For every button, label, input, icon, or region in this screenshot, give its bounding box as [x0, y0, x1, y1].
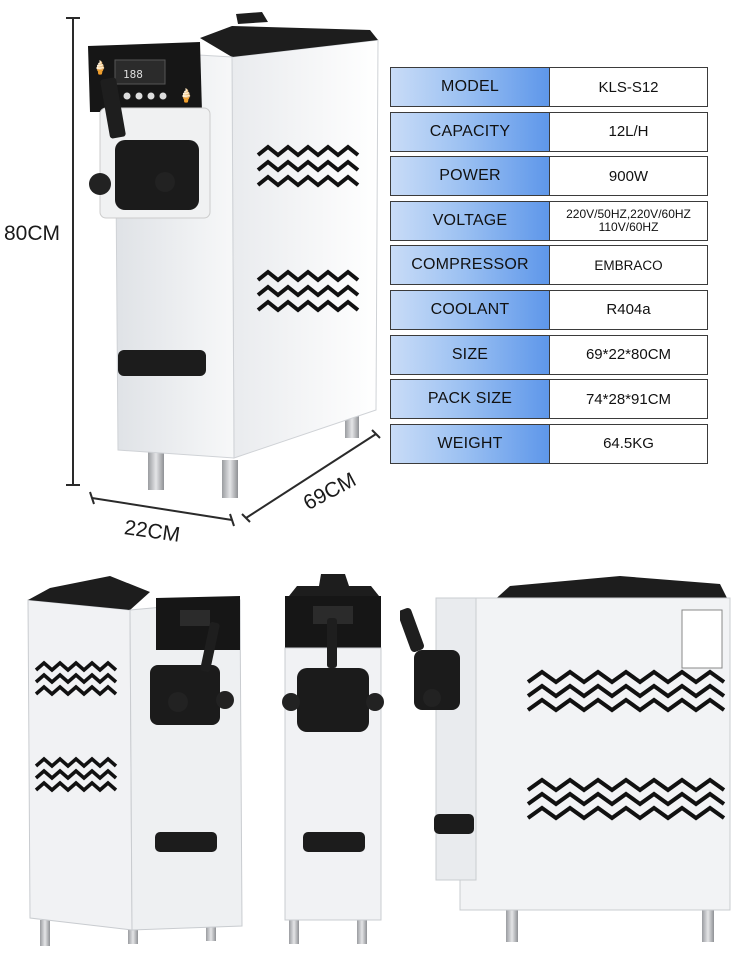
spec-row-model: MODEL KLS-S12: [390, 67, 708, 107]
spec-value: 69*22*80CM: [550, 334, 708, 375]
height-dimension-line: [72, 17, 74, 485]
spec-label: CAPACITY: [390, 111, 550, 152]
height-dimension-cap-bottom: [66, 484, 80, 486]
machine-front-view: [282, 574, 384, 944]
spec-value: R404a: [550, 289, 708, 330]
spec-label: COMPRESSOR: [390, 245, 550, 286]
spec-row-pack-size: PACK SIZE 74*28*91CM: [390, 379, 708, 420]
spec-value: KLS-S12: [550, 67, 708, 107]
spec-label: POWER: [390, 156, 550, 197]
height-label: 80CM: [4, 222, 61, 245]
spec-label: VOLTAGE: [390, 200, 550, 241]
spec-row-capacity: CAPACITY 12L/H: [390, 111, 708, 152]
spec-value: 12L/H: [550, 111, 708, 152]
spec-row-voltage: VOLTAGE 220V/50HZ,220V/60HZ 110V/60HZ: [390, 200, 708, 241]
display-readout: 188: [123, 68, 143, 81]
spec-value: 74*28*91CM: [550, 379, 708, 420]
spec-row-power: POWER 900W: [390, 156, 708, 197]
spec-label: PACK SIZE: [390, 379, 550, 420]
spec-row-coolant: COOLANT R404a: [390, 289, 708, 330]
spec-table: MODEL KLS-S12 CAPACITY 12L/H POWER 900W …: [390, 67, 708, 468]
spec-label: MODEL: [390, 67, 550, 107]
spec-value: 64.5KG: [550, 423, 708, 464]
spec-value: 220V/50HZ,220V/60HZ 110V/60HZ: [550, 200, 708, 241]
spec-value: EMBRACO: [550, 245, 708, 286]
spec-row-weight: WEIGHT 64.5KG: [390, 423, 708, 464]
main-machine-illustration: 188 🍦 🍦: [88, 12, 379, 498]
spec-label: COOLANT: [390, 289, 550, 330]
height-dimension-cap-top: [66, 17, 80, 19]
footprint-dimension-lines: [89, 429, 381, 527]
svg-text:🍦: 🍦: [178, 88, 194, 103]
spec-row-size: SIZE 69*22*80CM: [390, 334, 708, 375]
svg-text:🍦: 🍦: [92, 60, 108, 75]
spec-label: SIZE: [390, 334, 550, 375]
machine-left-view: [27, 576, 243, 946]
spec-label: WEIGHT: [390, 423, 550, 464]
spec-row-compressor: COMPRESSOR EMBRACO: [390, 245, 708, 286]
spec-value: 900W: [550, 156, 708, 197]
machine-right-side-view: [400, 576, 731, 942]
